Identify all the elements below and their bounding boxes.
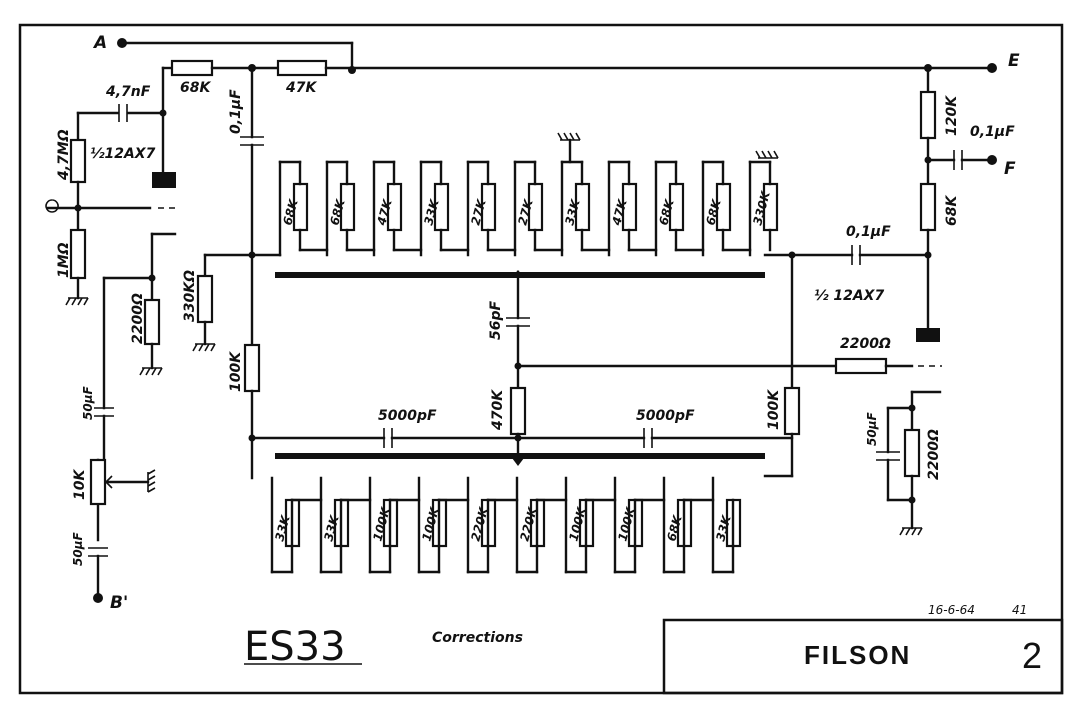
lower-ladder-label-9: 68K xyxy=(664,512,685,542)
upper-ladder-label-1: 68K xyxy=(280,196,301,226)
label-68k-right: 68K xyxy=(944,195,960,226)
lower-ladder-label-10: 33K xyxy=(713,512,734,542)
tube-grid-right xyxy=(916,328,940,342)
label-10k-pot: 10K xyxy=(72,469,88,500)
resistor-470k xyxy=(509,386,527,436)
top-rail xyxy=(120,41,992,77)
resistor-68k-right xyxy=(919,182,937,232)
page-number: 2 xyxy=(1022,635,1042,676)
label-120k: 120K xyxy=(944,95,960,136)
resistor-1m xyxy=(69,228,87,280)
terminal-b-label: B' xyxy=(110,593,128,613)
left-cathode-branch xyxy=(94,232,177,482)
lower-ladder-label-2: 33K xyxy=(321,512,342,542)
label-5000pf-right: 5000pF xyxy=(636,408,695,424)
input-stage xyxy=(45,66,178,306)
sheet-border xyxy=(18,23,1064,695)
label-50uf-upper: 50µF xyxy=(81,385,95,420)
resistor-100k-right xyxy=(783,386,801,436)
label-2200-right: 2200Ω xyxy=(926,429,942,480)
corrections-note: Corrections xyxy=(432,630,523,646)
upper-ladder-label-6: 27K xyxy=(515,196,536,226)
label-0-1uf-left: 0,1µF xyxy=(228,89,244,134)
label-5000pf-left: 5000pF xyxy=(378,408,437,424)
lower-ladder-label-1: 33K xyxy=(272,512,293,542)
resistor-100k-left xyxy=(243,343,261,393)
label-4-7nf: 4,7nF xyxy=(105,84,151,100)
brand-name: FILSON xyxy=(804,640,911,670)
label-330k-left: 330KΩ xyxy=(182,270,198,322)
main-vertical-line xyxy=(192,66,264,480)
output-stage xyxy=(876,66,992,536)
revision-date: 16-6-64 xyxy=(928,603,975,617)
upper-ladder-label-10: 68K xyxy=(703,196,724,226)
pot-10k-branch xyxy=(88,458,156,598)
upper-ladder-label-2: 68K xyxy=(327,196,348,226)
label-56pf: 56pF xyxy=(488,300,504,340)
label-0-1uf-out: 0,1µF xyxy=(846,224,891,240)
upper-ladder-label-7: 33K xyxy=(562,196,583,226)
label-4-7m: 4,7MΩ xyxy=(56,129,72,181)
terminal-e-label: E xyxy=(1008,51,1020,71)
label-half-12ax7-right: ½ 12AX7 xyxy=(814,288,884,304)
label-68k-top: 68K xyxy=(180,80,211,96)
resistor-4-7m xyxy=(69,138,87,184)
label-0-1uf-f: 0,1µF xyxy=(970,124,1015,140)
revision-initials: 41 xyxy=(1012,603,1027,617)
terminal-e-dot xyxy=(987,63,997,73)
label-47k-top: 47K xyxy=(285,80,317,96)
upper-ladder-label-4: 33K xyxy=(421,196,442,226)
upper-ladder-label-5: 27K xyxy=(468,196,489,226)
label-50uf-lower: 50µF xyxy=(71,531,85,566)
label-half-12ax7-top: ½12AX7 xyxy=(90,146,156,162)
resistor-2200-middle xyxy=(834,357,888,375)
title-block xyxy=(662,618,1064,695)
resistor-2200-right xyxy=(903,428,921,478)
terminal-f-dot xyxy=(987,155,997,165)
terminal-a-dot xyxy=(117,38,127,48)
middle-network xyxy=(250,253,942,478)
upper-ladder-label-9: 68K xyxy=(656,196,677,226)
label-2200-middle: 2200Ω xyxy=(840,336,891,352)
tube-grid-top-left xyxy=(152,172,176,188)
terminal-a-label: A xyxy=(92,33,107,53)
potentiometer-10k xyxy=(89,458,107,506)
resistor-47k-top xyxy=(276,59,328,77)
label-470k: 470K xyxy=(490,389,506,431)
label-2200-left: 2200Ω xyxy=(130,293,146,344)
label-100k-left: 100K xyxy=(228,351,244,392)
resistor-68k-top xyxy=(170,59,214,77)
terminal-b-dot xyxy=(93,593,103,603)
label-1m: 1MΩ xyxy=(56,242,72,278)
terminal-f-label: F xyxy=(1004,159,1016,179)
resistor-330k-left xyxy=(196,274,214,324)
model-title: ES33 xyxy=(244,624,346,670)
resistor-120k xyxy=(919,90,937,140)
resistor-2200-left xyxy=(143,298,161,346)
label-100k-right: 100K xyxy=(766,389,782,430)
label-50uf-right: 50µF xyxy=(865,411,879,446)
